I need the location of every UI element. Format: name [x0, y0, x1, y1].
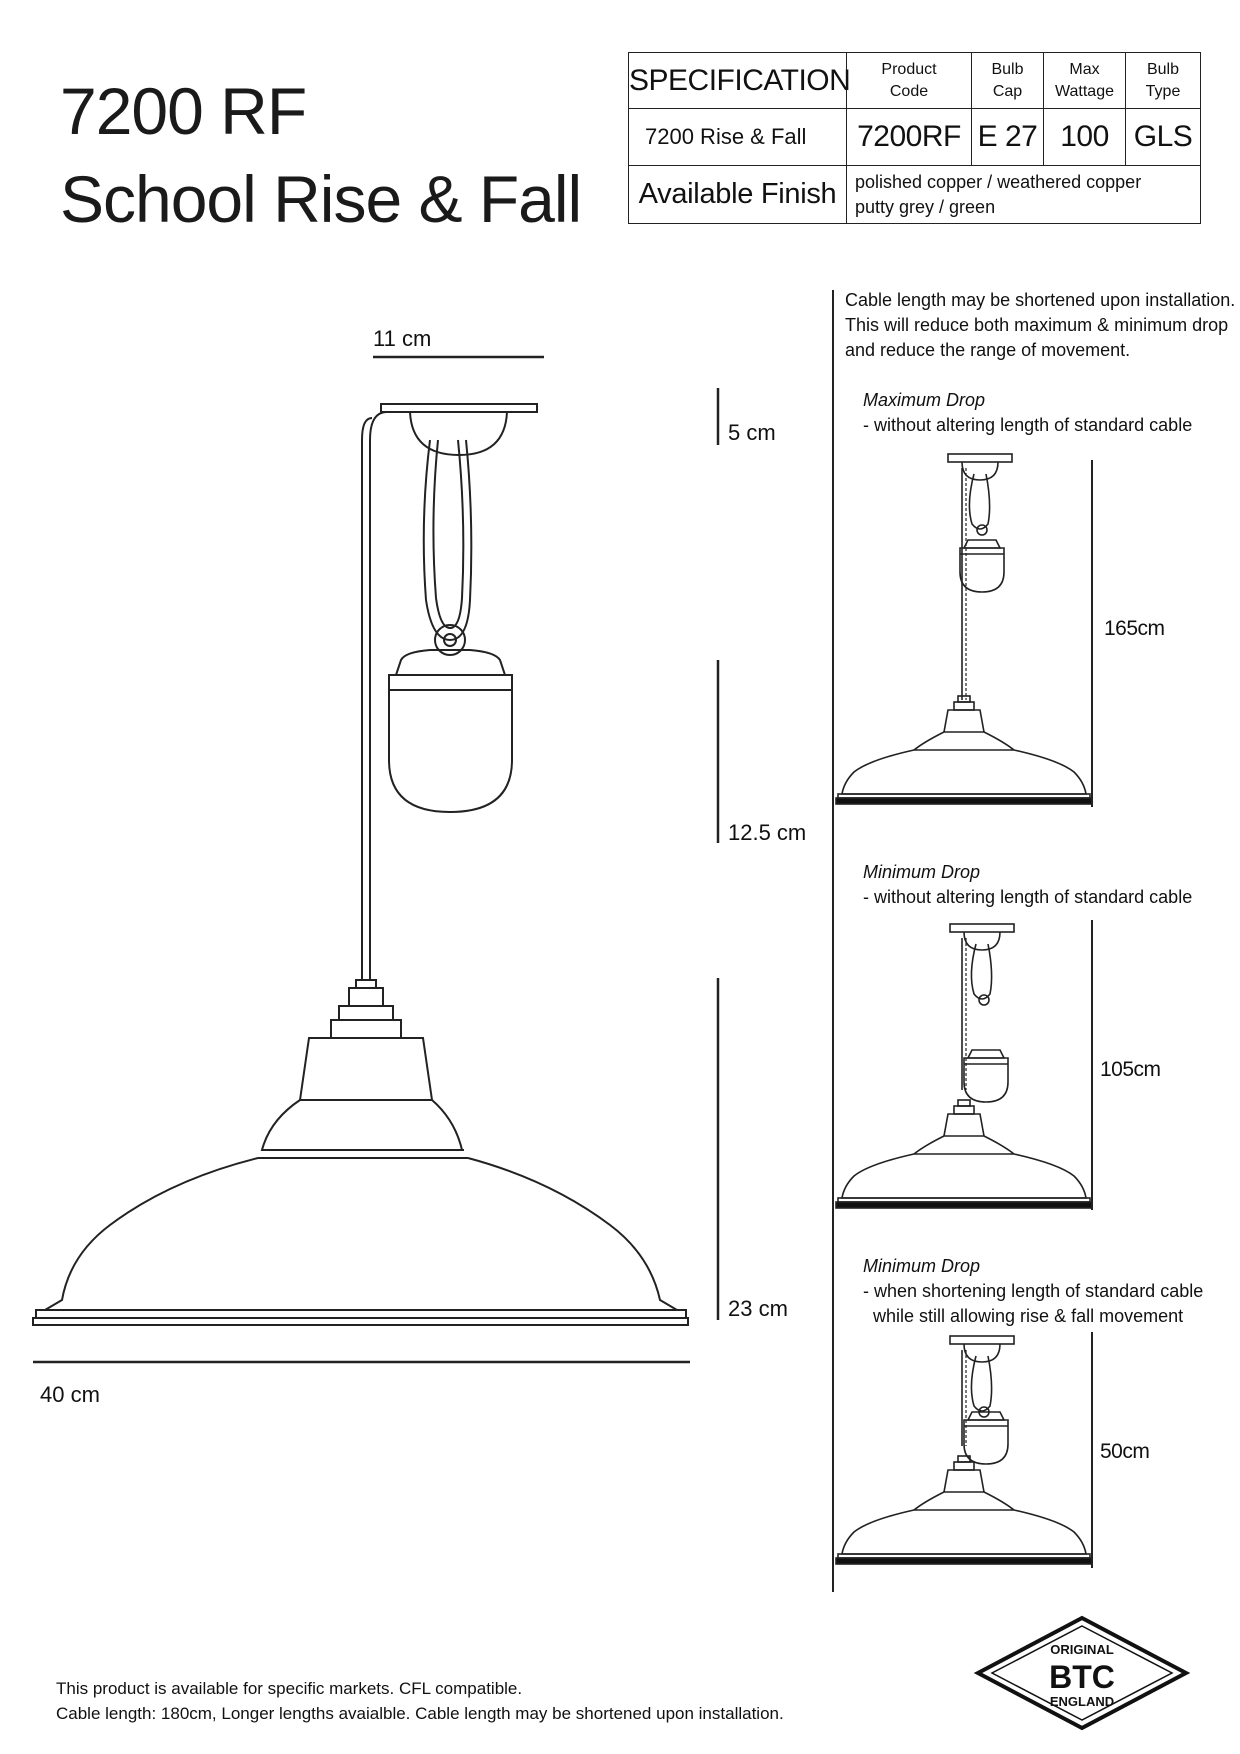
dim-shade-height: 23 cm [728, 1296, 788, 1321]
min-drop2-value: 50cm [1100, 1440, 1150, 1463]
dim-width-bottom: 40 cm [40, 1382, 100, 1407]
min-drop2-desc: - when shortening length of standard cab… [863, 1281, 1204, 1326]
row-max-wattage: 100 [1043, 108, 1126, 166]
max-drop-title: Maximum Drop [863, 390, 986, 410]
footer-notes: This product is available for specific m… [56, 1679, 784, 1723]
row-bulb-type: GLS [1125, 108, 1201, 166]
min-drop2-title: Minimum Drop [863, 1256, 981, 1276]
svg-text:ENGLAND: ENGLAND [1050, 1694, 1114, 1709]
dim-canopy-height: 5 cm [728, 420, 776, 445]
dim-width-top: 11 cm [373, 326, 432, 351]
min-drop-value: 105cm [1100, 1058, 1161, 1081]
product-code-title: 7200 RF [60, 74, 307, 148]
spec-heading: SPECIFICATION [628, 52, 851, 109]
min-drop-title: Minimum Drop [863, 862, 981, 882]
finish-label: Available Finish [628, 165, 847, 224]
row-bulb-cap: E 27 [971, 108, 1044, 166]
intro-note: Cable length may be shortened upon insta… [845, 290, 1236, 360]
max-drop-desc: - without altering length of standard ca… [863, 415, 1193, 435]
svg-text:BTC: BTC [1049, 1659, 1115, 1695]
product-name-title: School Rise & Fall [60, 162, 582, 236]
max-drop-value: 165cm [1104, 617, 1165, 640]
dim-weight-height: 12.5 cm [728, 820, 807, 845]
row-product-code: 7200RF [846, 108, 972, 166]
btc-logo: ORIGINAL BTC ENGLAND [972, 1614, 1192, 1732]
min-drop-desc: - without altering length of standard ca… [863, 887, 1193, 907]
svg-text:ORIGINAL: ORIGINAL [1050, 1642, 1114, 1657]
